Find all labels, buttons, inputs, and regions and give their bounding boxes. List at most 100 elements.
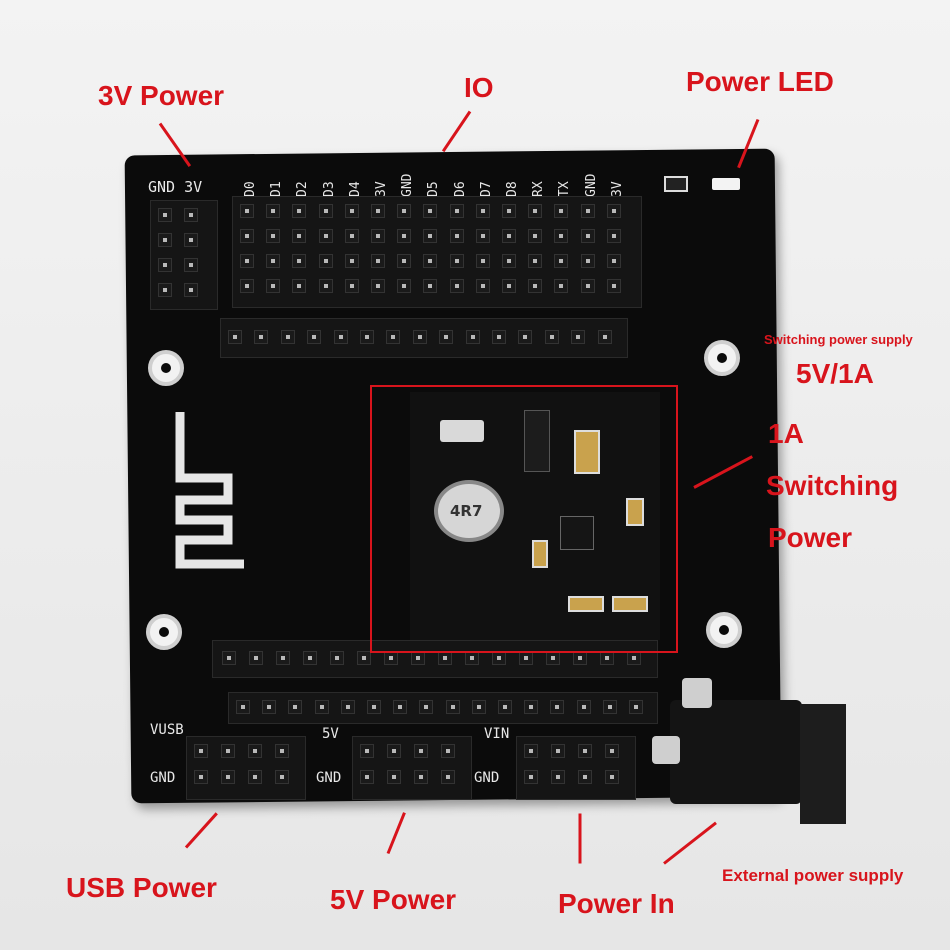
header-pin (502, 204, 516, 218)
header-pin (266, 204, 281, 218)
header-pin (423, 254, 438, 268)
leader-5v-power (386, 812, 406, 855)
header-pin (551, 770, 565, 784)
header-pin (554, 254, 569, 268)
inductor-label: 4R7 (450, 502, 483, 520)
barrel-jack (670, 700, 802, 804)
callout-power: Power (768, 522, 853, 553)
io-pin-label: RX (531, 181, 547, 197)
header-pin (423, 229, 438, 243)
socket-pin (276, 651, 290, 665)
header-pin (371, 279, 385, 293)
header-pin (275, 744, 289, 758)
socket-pin (333, 330, 348, 344)
socket-pin (386, 330, 401, 344)
header-pin (419, 700, 434, 714)
header-pin (580, 279, 595, 293)
silk-gnd-3v: GND 3V (148, 178, 203, 196)
header-pin (158, 233, 172, 247)
header-pin (371, 229, 385, 243)
socket-pin (439, 330, 454, 344)
header-pin (528, 279, 543, 293)
header-pin (194, 770, 208, 784)
socket-pin (492, 330, 506, 344)
header-pin (275, 770, 289, 784)
barrel-jack-pin-1 (682, 678, 712, 708)
header-pin (240, 279, 254, 293)
callout-3v-power: 3V Power (98, 80, 225, 111)
callout-switching: Switching (766, 470, 899, 501)
header-pin (314, 700, 329, 714)
header-pin (606, 229, 621, 243)
regulator-ic (560, 516, 594, 550)
header-pin (524, 744, 538, 758)
smd-resistor-5 (612, 596, 648, 612)
socket-pin (411, 651, 425, 665)
socket-pin (357, 651, 371, 665)
header-pin (441, 770, 455, 784)
header-pin (371, 204, 385, 218)
header-pin (194, 744, 208, 758)
silk-vusb: VUSB (150, 722, 184, 738)
socket-pin (627, 651, 641, 665)
header-pin (184, 283, 198, 297)
socket-pin (307, 330, 322, 344)
header-pin (528, 254, 543, 268)
leader-external-power (663, 821, 717, 865)
socket-pin (519, 651, 533, 665)
header-pin (184, 208, 198, 222)
socket-pin (465, 651, 479, 665)
header-pin (580, 204, 595, 218)
callout-5v-power: 5V Power (330, 884, 457, 915)
io-pin-label: D4 (347, 181, 363, 197)
io-pin-label: D1 (269, 181, 285, 197)
socket-pin (492, 651, 506, 665)
header-pin (344, 279, 359, 293)
io-pin-label: TX (557, 181, 573, 197)
header-pin (498, 700, 512, 714)
io-pin-label: D8 (505, 181, 520, 197)
mounting-hole-bottom-left (146, 614, 182, 650)
callout-usb-power: USB Power (66, 872, 217, 903)
header-pin (248, 770, 262, 784)
header-pin (158, 208, 172, 222)
header-pin (371, 254, 385, 268)
header-pin (441, 744, 455, 758)
socket-pin (571, 330, 586, 344)
header-pin (248, 744, 262, 758)
silk-gnd-3: GND (474, 770, 500, 786)
header-pin (292, 229, 307, 243)
socket-pin (465, 330, 480, 344)
header-pin (344, 254, 359, 268)
header-pin (605, 770, 619, 784)
header-pin (387, 744, 401, 758)
header-pin (387, 770, 401, 784)
header-pin (221, 770, 235, 784)
header-pin (240, 229, 254, 243)
header-pin (550, 700, 565, 714)
header-pin (367, 700, 381, 714)
header-pin (266, 254, 281, 268)
socket-pin (280, 330, 295, 344)
header-pin (240, 204, 254, 218)
callout-io: IO (464, 72, 494, 103)
header-pin (576, 700, 591, 714)
header-pin (360, 770, 374, 784)
silk-gnd-1: GND (150, 770, 176, 786)
header-pin (318, 229, 333, 243)
socket-pin (412, 330, 427, 344)
header-pin (292, 204, 307, 218)
header-pin (397, 204, 412, 218)
header-pin (578, 744, 592, 758)
header-pin (471, 700, 486, 714)
socket-pin (573, 651, 587, 665)
header-pin (292, 254, 307, 268)
callout-1a: 1A (768, 418, 804, 449)
callout-external-power: External power supply (722, 866, 904, 885)
socket-pin (544, 330, 559, 344)
header-pin (318, 204, 333, 218)
header-pin (502, 229, 516, 243)
io-pin-label: D6 (452, 181, 468, 197)
header-pin (288, 700, 303, 714)
